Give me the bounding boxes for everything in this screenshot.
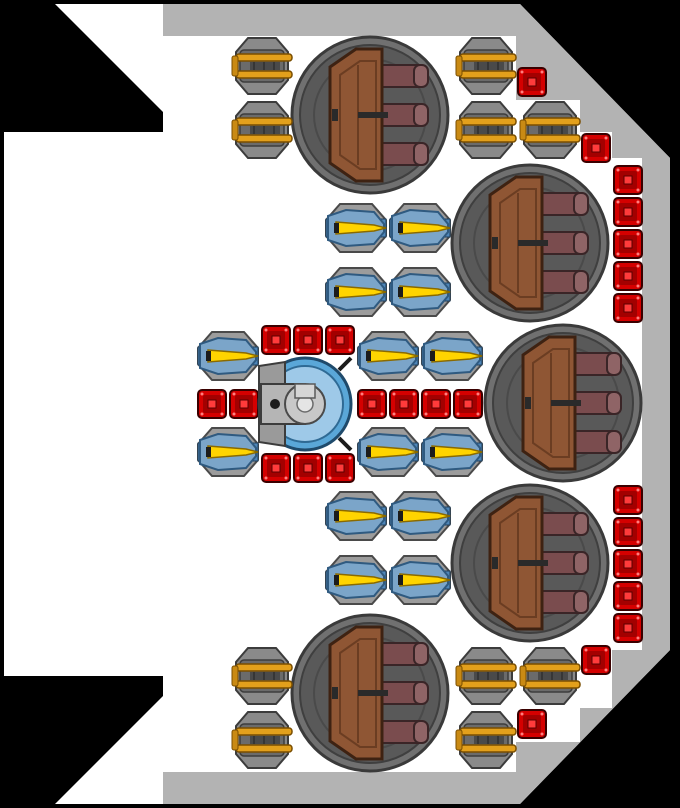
ammo-box-icon[interactable] — [453, 389, 483, 419]
laser-icon[interactable] — [357, 427, 419, 477]
ammo-box-icon[interactable] — [581, 133, 611, 163]
ammo-box-icon[interactable] — [613, 517, 643, 547]
heavy-turret-icon[interactable] — [290, 613, 450, 773]
laser-icon[interactable] — [325, 203, 387, 253]
ammo-box-icon[interactable] — [357, 389, 387, 419]
railgun-icon[interactable] — [519, 647, 581, 705]
ammo-box-icon[interactable] — [325, 325, 355, 355]
laser-icon[interactable] — [197, 331, 259, 381]
ammo-box-icon[interactable] — [613, 197, 643, 227]
laser-icon[interactable] — [389, 267, 451, 317]
ammo-box-icon[interactable] — [293, 325, 323, 355]
ammo-box-icon[interactable] — [613, 165, 643, 195]
ammo-box-icon[interactable] — [581, 645, 611, 675]
laser-icon[interactable] — [389, 555, 451, 605]
heavy-turret-icon[interactable] — [450, 483, 610, 643]
ammo-box-icon[interactable] — [517, 709, 547, 739]
laser-icon[interactable] — [325, 491, 387, 541]
ammo-box-icon[interactable] — [613, 581, 643, 611]
railgun-icon[interactable] — [231, 647, 293, 705]
ammo-box-icon[interactable] — [389, 389, 419, 419]
laser-icon[interactable] — [389, 203, 451, 253]
railgun-icon[interactable] — [455, 711, 517, 769]
heavy-turret-icon[interactable] — [483, 323, 643, 483]
ammo-box-icon[interactable] — [613, 549, 643, 579]
heavy-turret-icon[interactable] — [290, 35, 450, 195]
laser-icon[interactable] — [325, 555, 387, 605]
railgun-icon[interactable] — [231, 711, 293, 769]
heavy-turret-icon[interactable] — [450, 163, 610, 323]
railgun-icon[interactable] — [519, 101, 581, 159]
ammo-box-icon[interactable] — [293, 453, 323, 483]
railgun-icon[interactable] — [455, 647, 517, 705]
core-module-icon[interactable] — [257, 356, 353, 452]
laser-icon[interactable] — [325, 267, 387, 317]
ammo-box-icon[interactable] — [261, 325, 291, 355]
ammo-box-icon[interactable] — [517, 67, 547, 97]
railgun-icon[interactable] — [231, 37, 293, 95]
railgun-icon[interactable] — [231, 101, 293, 159]
ammo-box-icon[interactable] — [613, 293, 643, 323]
ammo-box-icon[interactable] — [197, 389, 227, 419]
ammo-box-icon[interactable] — [613, 613, 643, 643]
ammo-box-icon[interactable] — [613, 229, 643, 259]
laser-icon[interactable] — [421, 427, 483, 477]
laser-icon[interactable] — [389, 491, 451, 541]
laser-icon[interactable] — [357, 331, 419, 381]
laser-icon[interactable] — [197, 427, 259, 477]
ammo-box-icon[interactable] — [229, 389, 259, 419]
railgun-icon[interactable] — [455, 37, 517, 95]
ammo-box-icon[interactable] — [421, 389, 451, 419]
ammo-box-icon[interactable] — [613, 485, 643, 515]
ammo-box-icon[interactable] — [325, 453, 355, 483]
laser-icon[interactable] — [421, 331, 483, 381]
railgun-icon[interactable] — [455, 101, 517, 159]
ammo-box-icon[interactable] — [261, 453, 291, 483]
ammo-box-icon[interactable] — [613, 261, 643, 291]
